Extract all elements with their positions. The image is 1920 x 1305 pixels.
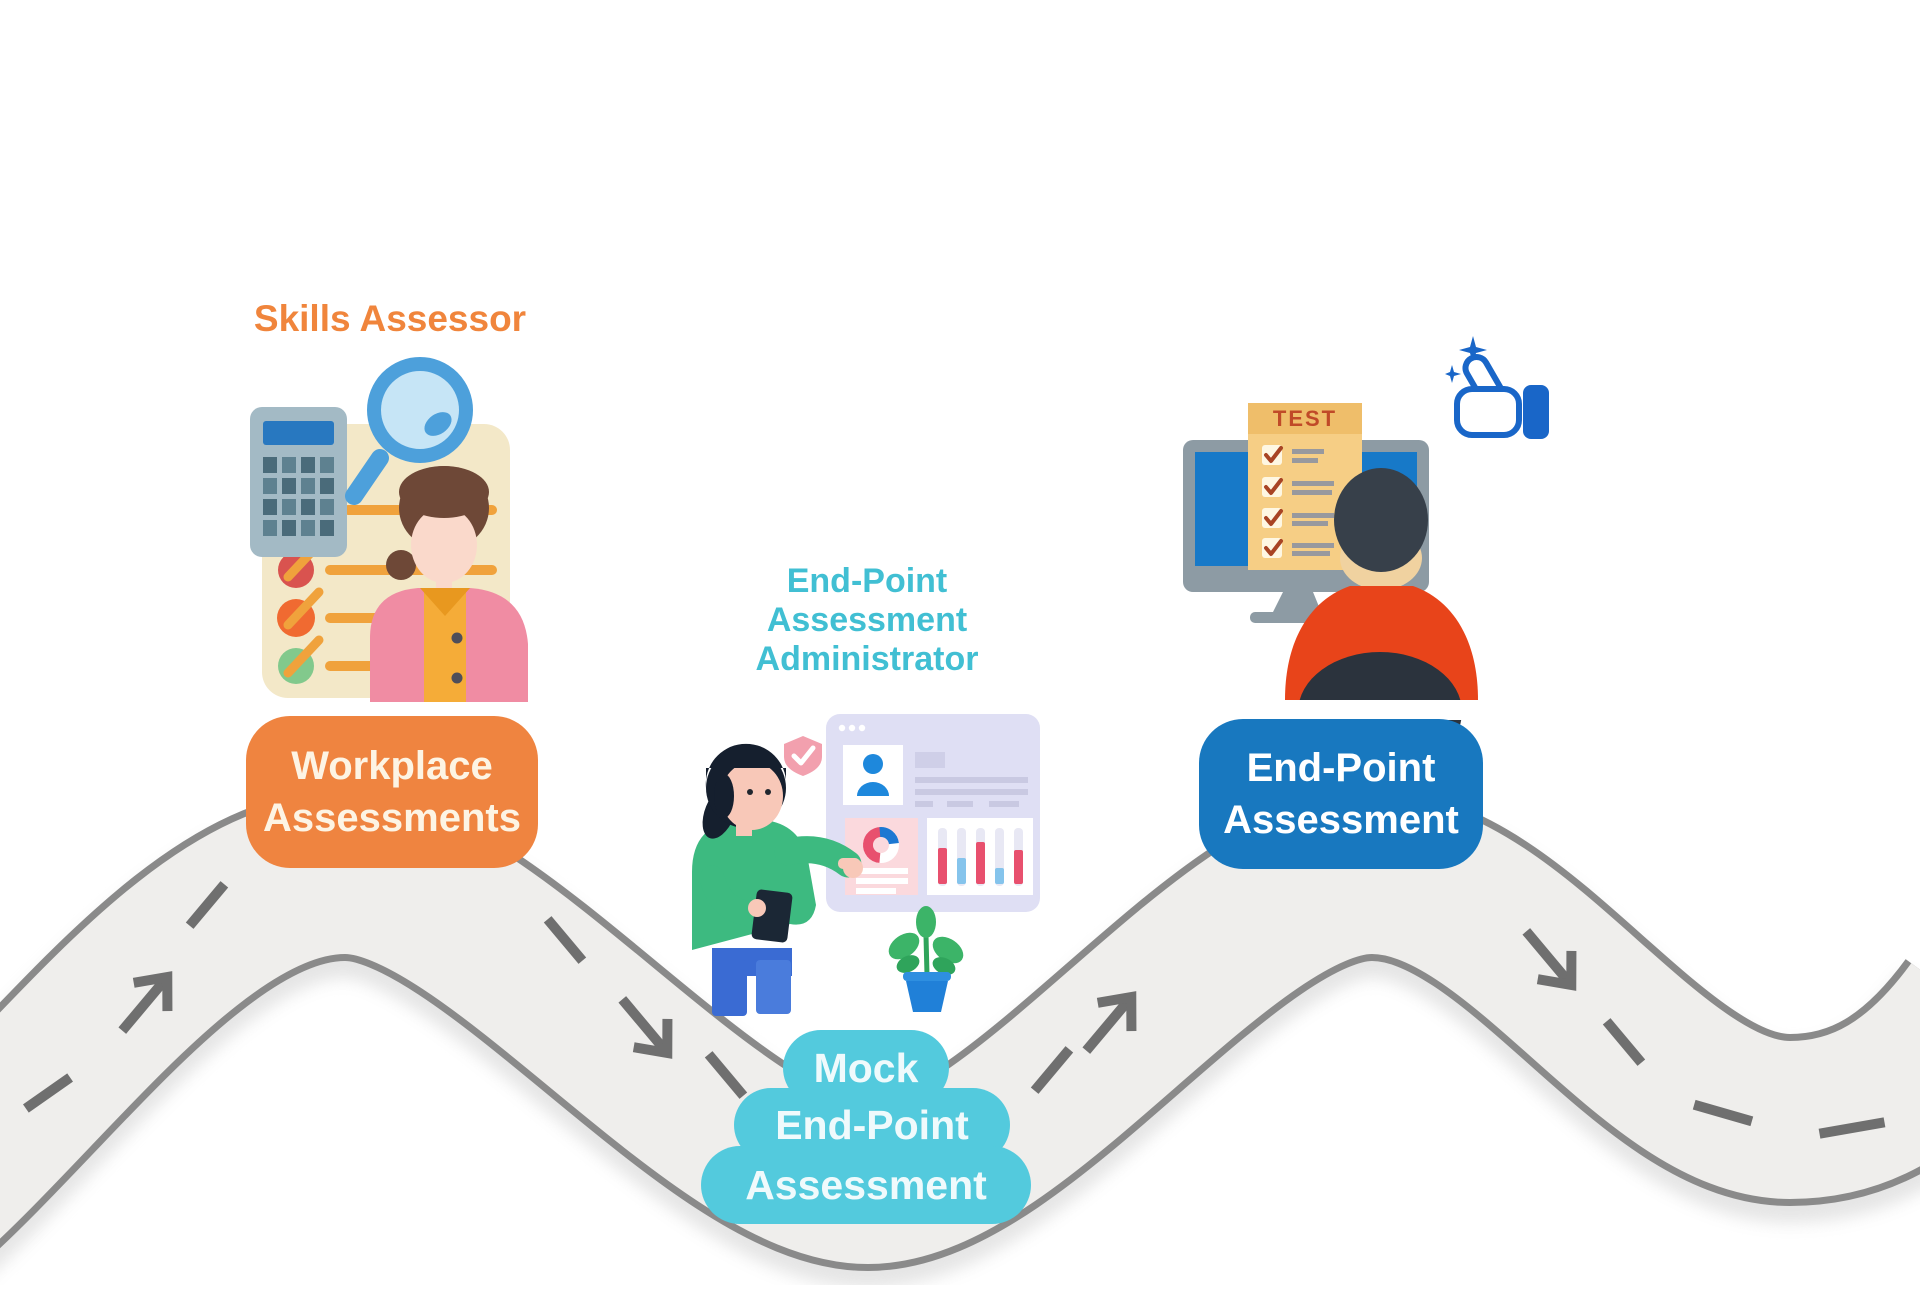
direction-arrow bbox=[1522, 928, 1577, 991]
test-sheet-title: TEST bbox=[1273, 406, 1337, 431]
lane-dash bbox=[543, 916, 587, 964]
lane-dash bbox=[1602, 1018, 1646, 1066]
mock-badge-text1: Mock bbox=[813, 1044, 919, 1091]
endpoint-badge-line2: Assessment bbox=[1223, 798, 1459, 842]
lane-dash bbox=[185, 881, 229, 929]
direction-arrow bbox=[118, 971, 173, 1034]
administrator-avatar bbox=[692, 743, 863, 1016]
calculator-screen bbox=[263, 421, 334, 445]
magnifier-icon bbox=[345, 357, 473, 505]
mock-badge-text2: End-Point bbox=[775, 1101, 969, 1148]
calculator-icon bbox=[250, 407, 347, 557]
assessor-face bbox=[411, 507, 477, 583]
admin-face bbox=[721, 762, 783, 830]
sparkle-icon bbox=[1445, 365, 1461, 383]
monitor-stand bbox=[1272, 592, 1322, 614]
lane-dash bbox=[704, 1051, 748, 1099]
donut-chart-icon bbox=[845, 818, 918, 895]
epa-administrator-illustration bbox=[692, 714, 1040, 1016]
end-point-assessment-badge: End-Point Assessment bbox=[1199, 719, 1483, 869]
lane-dash bbox=[1818, 1117, 1886, 1139]
bar-chart-icon bbox=[927, 818, 1033, 895]
epa-administrator-label-line2: Assessment bbox=[766, 601, 968, 639]
skills-assessor-label: Skills Assessor bbox=[253, 298, 527, 339]
profile-card-icon bbox=[843, 745, 903, 805]
assessor-avatar bbox=[370, 466, 528, 702]
fist bbox=[1454, 386, 1522, 438]
dashboard-window-icon bbox=[826, 714, 1040, 912]
shield-check-icon bbox=[784, 736, 822, 776]
plant-pot bbox=[906, 981, 948, 1012]
test-sheet-header bbox=[1248, 403, 1362, 434]
direction-arrow bbox=[618, 996, 673, 1059]
cuff bbox=[1523, 385, 1549, 439]
skills-assessor-illustration bbox=[250, 357, 528, 702]
candidate-head bbox=[1334, 468, 1428, 572]
lane-dash bbox=[23, 1073, 73, 1113]
epa-administrator-label-line3: Administrator bbox=[755, 640, 979, 678]
mock-epa-badge-line3: Assessment bbox=[701, 1146, 1031, 1224]
test-sheet-rows bbox=[1262, 445, 1334, 558]
assessor-collar bbox=[420, 588, 470, 616]
assessor-hair-bun bbox=[386, 550, 416, 580]
road-markings bbox=[23, 881, 1886, 1139]
sparkle-icon bbox=[1459, 336, 1487, 364]
workplace-badge-line1: Workplace bbox=[291, 744, 493, 788]
mock-badge-text3: Assessment bbox=[745, 1161, 987, 1208]
test-sheet-icon: TEST bbox=[1248, 403, 1362, 570]
plant-icon bbox=[888, 906, 964, 1012]
workplace-badge-line2: Assessments bbox=[263, 796, 521, 840]
epa-administrator-label: End-Point Assessment Administrator bbox=[717, 562, 1017, 679]
lane-dash bbox=[1030, 1046, 1074, 1094]
endpoint-badge-line1: End-Point bbox=[1246, 746, 1436, 790]
epa-administrator-label-line1: End-Point bbox=[786, 562, 948, 600]
end-point-assessment-illustration: TEST bbox=[1183, 336, 1549, 772]
calculator-keys bbox=[263, 457, 334, 536]
direction-arrow bbox=[1082, 991, 1137, 1054]
lane-dash bbox=[1692, 1099, 1754, 1127]
thumbs-up-icon bbox=[1445, 336, 1549, 439]
workplace-assessments-badge: Workplace Assessments bbox=[246, 716, 538, 868]
